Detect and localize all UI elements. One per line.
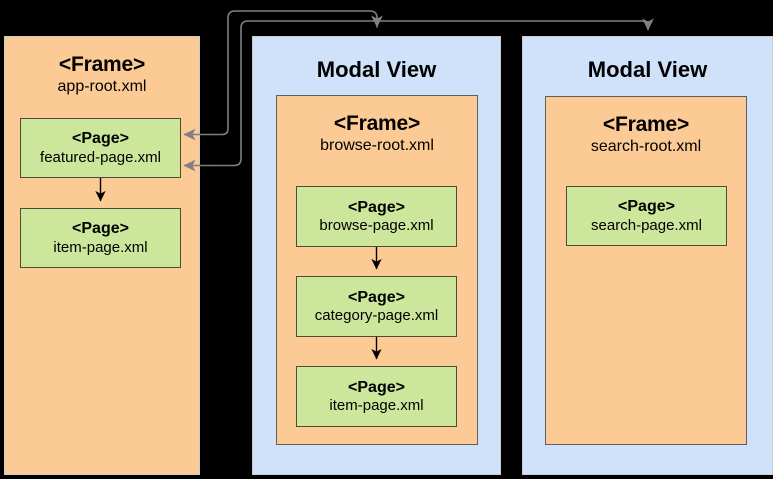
app-root-title-file: app-root.xml	[57, 77, 147, 95]
page-tag: <Page>	[72, 220, 129, 238]
page-tag: <Page>	[348, 378, 405, 396]
page-box-browse-page[interactable]: <Page> browse-page.xml	[296, 186, 457, 247]
page-file: search-page.xml	[591, 216, 702, 234]
page-box-category-page[interactable]: <Page> category-page.xml	[296, 276, 457, 337]
page-box-item-page-browse[interactable]: <Page> item-page.xml	[296, 366, 457, 427]
modal-view-label: Modal View	[587, 57, 708, 82]
search-modal-title: Modal View	[523, 57, 772, 83]
search-root-title-tag: <Frame>	[602, 113, 690, 136]
page-box-featured-page[interactable]: <Page> featured-page.xml	[20, 118, 181, 178]
page-box-item-page-app[interactable]: <Page> item-page.xml	[20, 208, 181, 268]
page-tag: <Page>	[348, 288, 405, 306]
page-file: featured-page.xml	[40, 148, 161, 166]
page-box-search-page[interactable]: <Page> search-page.xml	[566, 186, 727, 246]
page-tag: <Page>	[348, 198, 405, 216]
modal-view-label: Modal View	[316, 57, 437, 82]
browse-root-title: <Frame> browse-root.xml	[277, 112, 477, 156]
app-root-title: <Frame> app-root.xml	[5, 53, 199, 97]
browse-root-title-tag: <Frame>	[333, 112, 421, 135]
app-root-title-tag: <Frame>	[58, 53, 146, 76]
search-root-title-file: search-root.xml	[590, 137, 702, 155]
page-file: category-page.xml	[314, 307, 439, 325]
browse-modal-title: Modal View	[253, 57, 500, 83]
page-file: browse-page.xml	[319, 217, 434, 235]
browse-root-title-file: browse-root.xml	[320, 136, 434, 154]
page-file: item-page.xml	[53, 238, 148, 256]
search-root-frame[interactable]: <Frame> search-root.xml	[545, 96, 747, 445]
search-root-title: <Frame> search-root.xml	[546, 113, 746, 157]
page-tag: <Page>	[618, 198, 675, 216]
page-tag: <Page>	[72, 130, 129, 148]
page-file: item-page.xml	[329, 397, 424, 415]
